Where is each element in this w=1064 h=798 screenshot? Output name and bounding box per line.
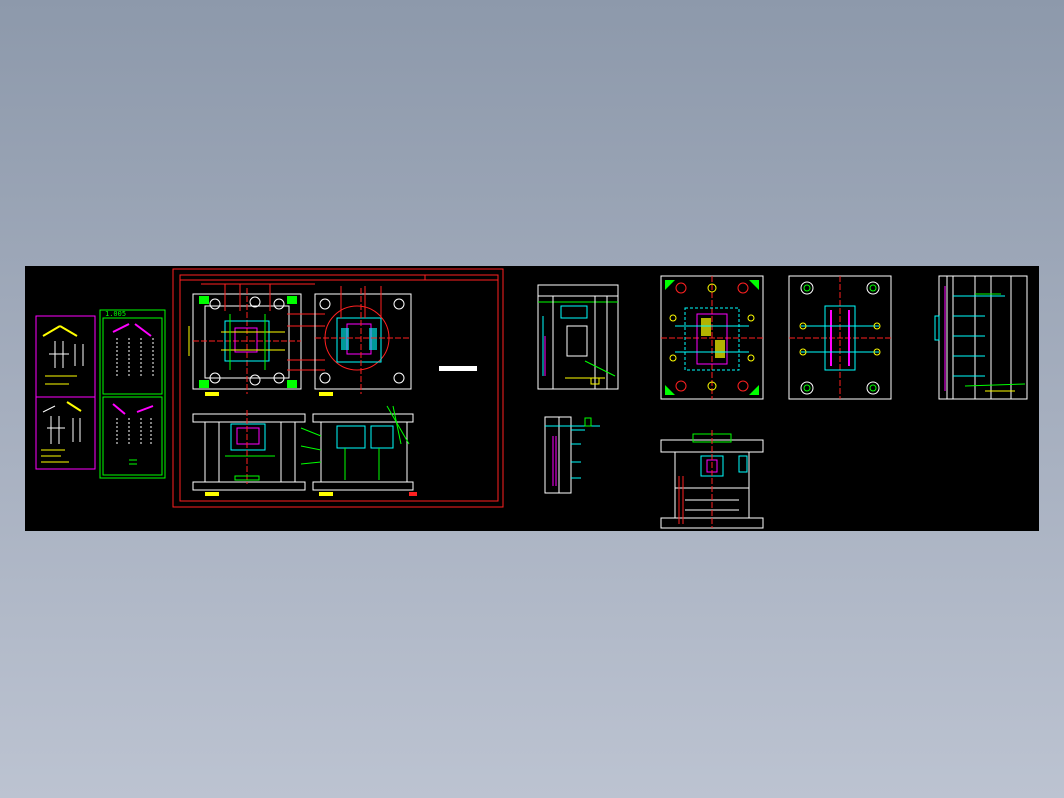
cavity-plate-view[interactable] <box>788 275 892 400</box>
side-section-view[interactable] <box>934 275 1028 400</box>
core-plate-view[interactable] <box>660 275 764 400</box>
parts-list-panel[interactable]: 1.005 <box>99 309 166 479</box>
part-sketch-panel[interactable] <box>35 315 96 470</box>
section-view-a[interactable] <box>537 284 619 390</box>
front-section-view[interactable] <box>660 430 764 529</box>
parts-list-label: 1.005 <box>105 310 126 318</box>
section-view-b[interactable] <box>544 416 600 494</box>
cad-drawing-viewport[interactable]: 1.005 <box>25 266 1039 531</box>
main-assembly-sheet[interactable] <box>172 268 504 508</box>
